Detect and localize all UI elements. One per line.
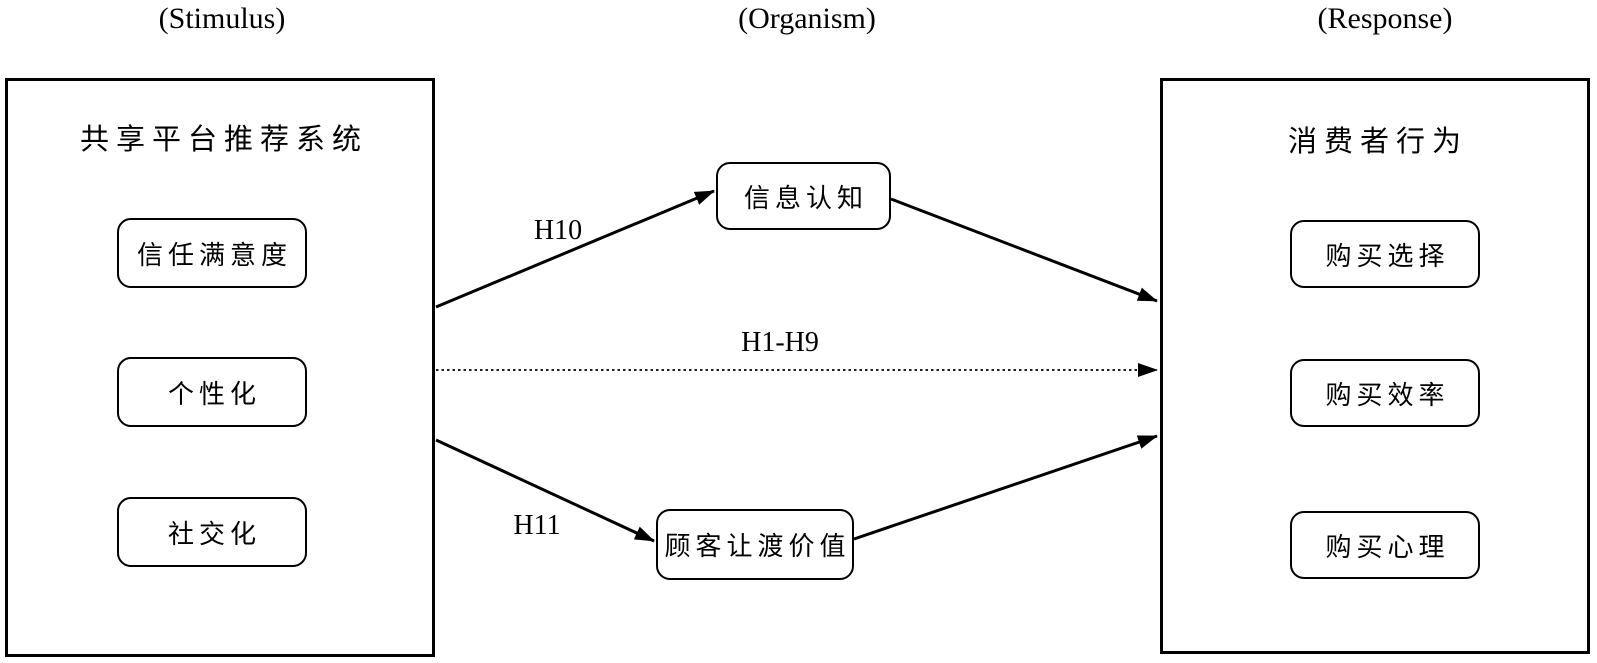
node-purchase-choice: 购买选择: [1290, 220, 1480, 288]
node-purchase-psychology-label: 购买心理: [1325, 532, 1450, 562]
node-personalization-label: 个性化: [167, 379, 261, 409]
column-label-organism: (Organism): [738, 2, 876, 35]
arrow-h11: [435, 438, 655, 543]
node-personalization: 个性化: [117, 357, 307, 427]
node-purchase-choice-label: 购买选择: [1325, 241, 1450, 271]
stimulus-box-title: 共享平台推荐系统: [79, 124, 369, 156]
node-socialization-label: 社交化: [167, 519, 261, 549]
node-information-cognition: 信息认知: [716, 162, 891, 230]
column-label-stimulus: (Stimulus): [158, 2, 286, 35]
node-trust-satisfaction: 信任满意度: [117, 218, 307, 288]
node-socialization: 社交化: [117, 497, 307, 567]
hypothesis-label-h10: H10: [533, 215, 583, 246]
node-purchase-psychology: 购买心理: [1290, 511, 1480, 579]
node-trust-satisfaction-label: 信任满意度: [136, 240, 292, 270]
node-purchase-efficiency-label: 购买效率: [1325, 380, 1450, 410]
column-label-response: (Response): [1317, 2, 1453, 35]
response-box-title: 消费者行为: [1287, 126, 1469, 158]
node-purchase-efficiency: 购买效率: [1290, 359, 1480, 427]
arrow-h10: [435, 189, 715, 309]
arrow-cognition-to-response: [890, 197, 1158, 303]
node-customer-delivered-value-label: 顾客让渡价值: [664, 532, 851, 561]
node-information-cognition-label: 信息认知: [743, 183, 868, 213]
arrow-value-to-response: [853, 434, 1158, 541]
hypothesis-label-h11: H11: [513, 510, 561, 541]
hypothesis-label-h1-h9: H1-H9: [741, 327, 819, 358]
node-customer-delivered-value: 顾客让渡价值: [656, 509, 854, 580]
